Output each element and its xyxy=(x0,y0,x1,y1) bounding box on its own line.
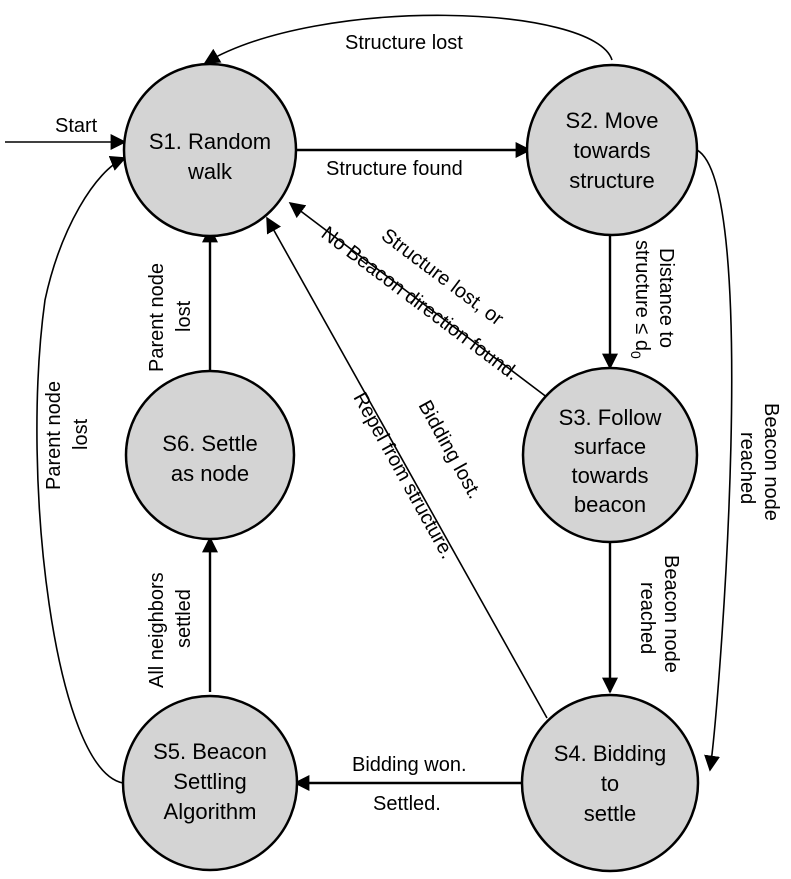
label-s3-s4-line1: Beacon node xyxy=(660,555,682,673)
state-s6-line1: S6. Settle xyxy=(162,431,257,456)
state-s1: S1. Random walk xyxy=(122,62,298,238)
state-s6-line2: as node xyxy=(171,461,249,486)
label-s2-s4-line2: reached xyxy=(736,432,758,504)
edge-s2-s4 xyxy=(696,149,733,772)
label-s2-s1: Structure lost xyxy=(345,32,463,54)
state-s2-line1: S2. Move xyxy=(566,108,659,133)
label-s2-s3-subscript: 0 xyxy=(628,351,644,359)
state-s4: S4. Bidding to settle xyxy=(520,693,700,873)
label-s5-s6-line2: settled xyxy=(173,589,195,648)
label-s4-s5-line1: Bidding won. xyxy=(352,754,467,776)
state-s6: S6. Settle as node xyxy=(124,369,296,541)
state-s3-line1: S3. Follow xyxy=(559,405,662,430)
state-s5-line1: S5. Beacon xyxy=(153,739,267,764)
state-s4-line1: S4. Bidding xyxy=(554,741,667,766)
label-s3-s4-line2: reached xyxy=(636,582,658,654)
label-s2-s4-line1: Beacon node xyxy=(760,403,782,521)
label-start: Start xyxy=(55,115,98,137)
state-s1-line1: S1. Random xyxy=(149,129,271,154)
state-s3: S3. Follow surface towards beacon xyxy=(521,366,699,544)
label-s5-s6-line1: All neighbors xyxy=(146,572,168,688)
state-s5-line2: Settling xyxy=(173,769,246,794)
state-s3-line3: towards xyxy=(571,463,648,488)
edge-s3-s1 xyxy=(288,202,549,399)
label-s5-s1-line1: Parent node xyxy=(43,381,65,490)
label-s5-s1-line2: lost xyxy=(70,418,92,450)
label-s2-s3-line1: Distance to xyxy=(655,248,677,348)
state-s3-line2: surface xyxy=(574,434,646,459)
edge-s5-s1 xyxy=(36,155,127,784)
label-s4-s1-line1: Bidding lost. xyxy=(414,397,486,503)
label-s6-s1-line1: Parent node xyxy=(146,263,168,372)
state-s2: S2. Move towards structure xyxy=(525,63,699,237)
label-s2-s3-line2: structure ≤ d0 xyxy=(628,240,653,359)
state-s3-line4: beacon xyxy=(574,492,646,517)
state-s2-line2: towards xyxy=(573,138,650,163)
state-s2-line3: structure xyxy=(569,168,655,193)
state-s4-line3: settle xyxy=(584,801,637,826)
label-s1-s2: Structure found xyxy=(326,158,463,180)
label-s6-s1-line2: lost xyxy=(173,300,195,332)
label-s4-s5-line2: Settled. xyxy=(373,793,441,815)
state-s4-line2: to xyxy=(601,771,619,796)
state-s5: S5. Beacon Settling Algorithm xyxy=(121,694,299,872)
edge-s2-s1 xyxy=(203,14,613,64)
edge-s4-s1 xyxy=(266,216,548,719)
state-s1-line2: walk xyxy=(187,159,233,184)
state-s5-line3: Algorithm xyxy=(164,799,257,824)
label-s2-s3-text: structure ≤ d xyxy=(631,240,653,351)
